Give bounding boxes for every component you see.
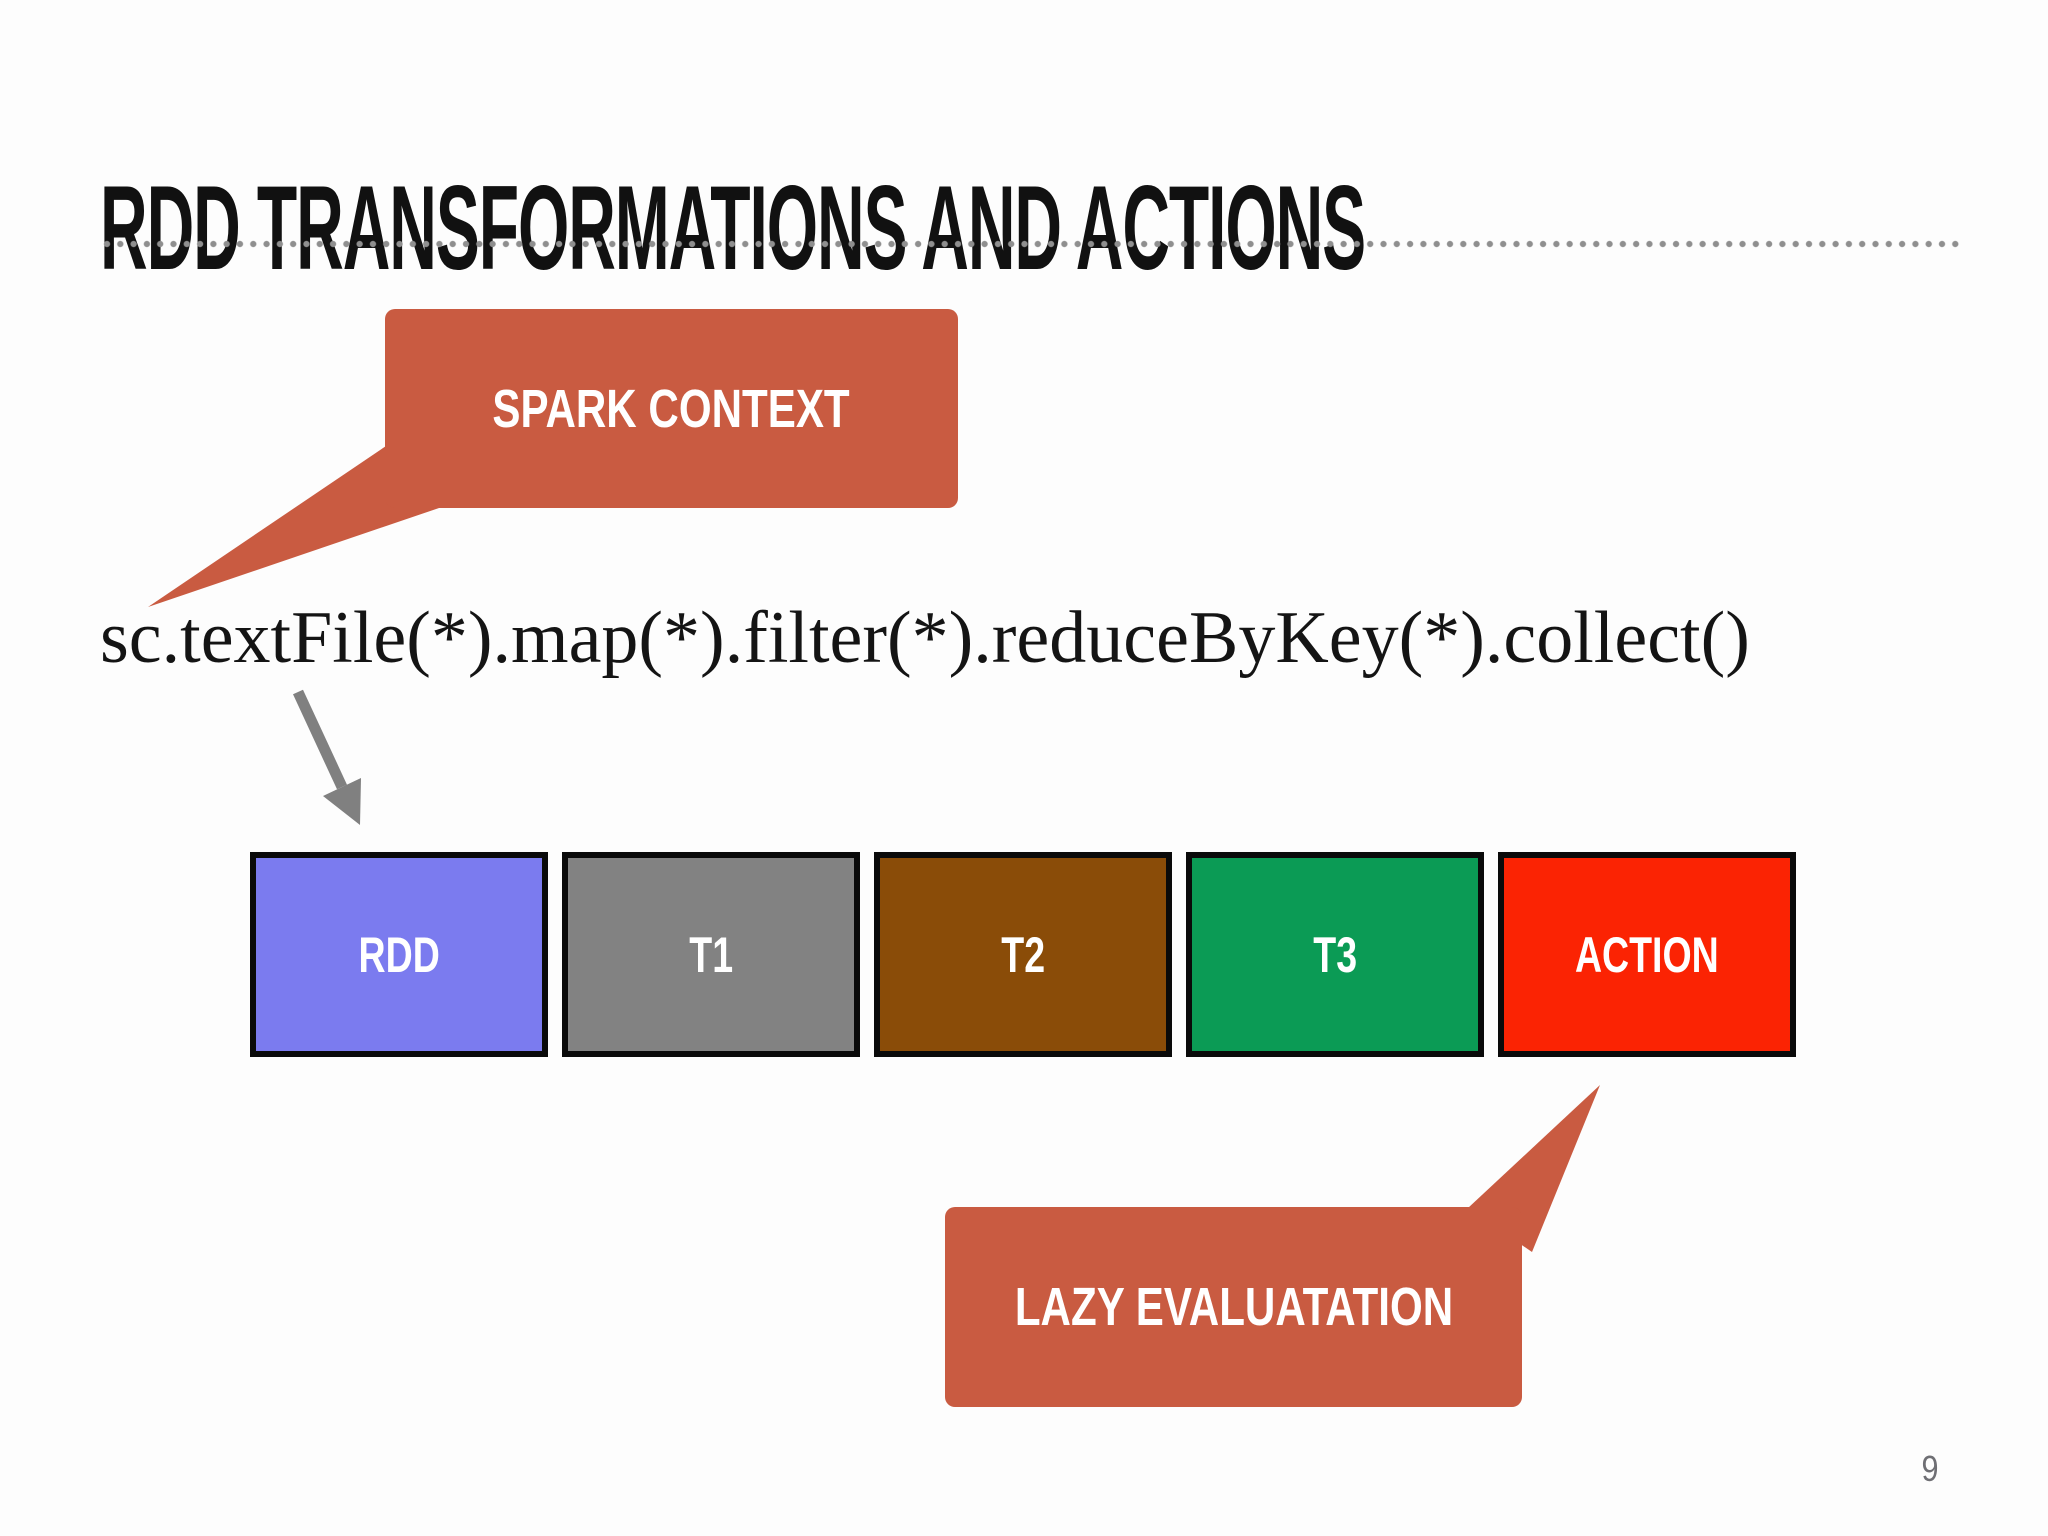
down-arrow-shaft (293, 689, 347, 790)
down-arrow-head (323, 778, 361, 825)
down-arrow-icon (293, 689, 361, 825)
spark-context-callout-tail (148, 446, 442, 607)
dotted-divider (103, 239, 1965, 249)
pipeline-box-rdd-label: RDD (358, 926, 440, 983)
page-title: RDD TRANSFORMATIONS AND ACTIONS (100, 168, 2048, 288)
pipeline-box-t2-label: T2 (1001, 926, 1045, 983)
lazy-evaluation-label: LAZY EVALUATATION (1014, 1277, 1453, 1337)
spark-context-tail-shape (148, 446, 442, 607)
spark-context-label: SPARK CONTEXT (492, 378, 851, 439)
pipeline-box-t2: T2 (874, 852, 1172, 1057)
pipeline-box-action-label: ACTION (1575, 926, 1719, 983)
pipeline-box-action: ACTION (1498, 852, 1796, 1057)
page-title-text: RDD TRANSFORMATIONS AND ACTIONS (100, 161, 1366, 296)
pipeline-box-t1-label: T1 (689, 926, 733, 983)
page-number: 9 (1921, 1448, 1939, 1489)
pipeline-box-rdd: RDD (250, 852, 548, 1057)
spark-context-callout: SPARK CONTEXT (385, 309, 958, 508)
lazy-evaluation-callout: LAZY EVALUATATION (945, 1207, 1522, 1407)
pipeline-box-t3: T3 (1186, 852, 1484, 1057)
pipeline-box-t3-label: T3 (1313, 926, 1357, 983)
pipeline-box-t1: T1 (562, 852, 860, 1057)
spark-code-text: sc.textFile(*).map(*).filter(*).reduceBy… (100, 597, 1750, 679)
